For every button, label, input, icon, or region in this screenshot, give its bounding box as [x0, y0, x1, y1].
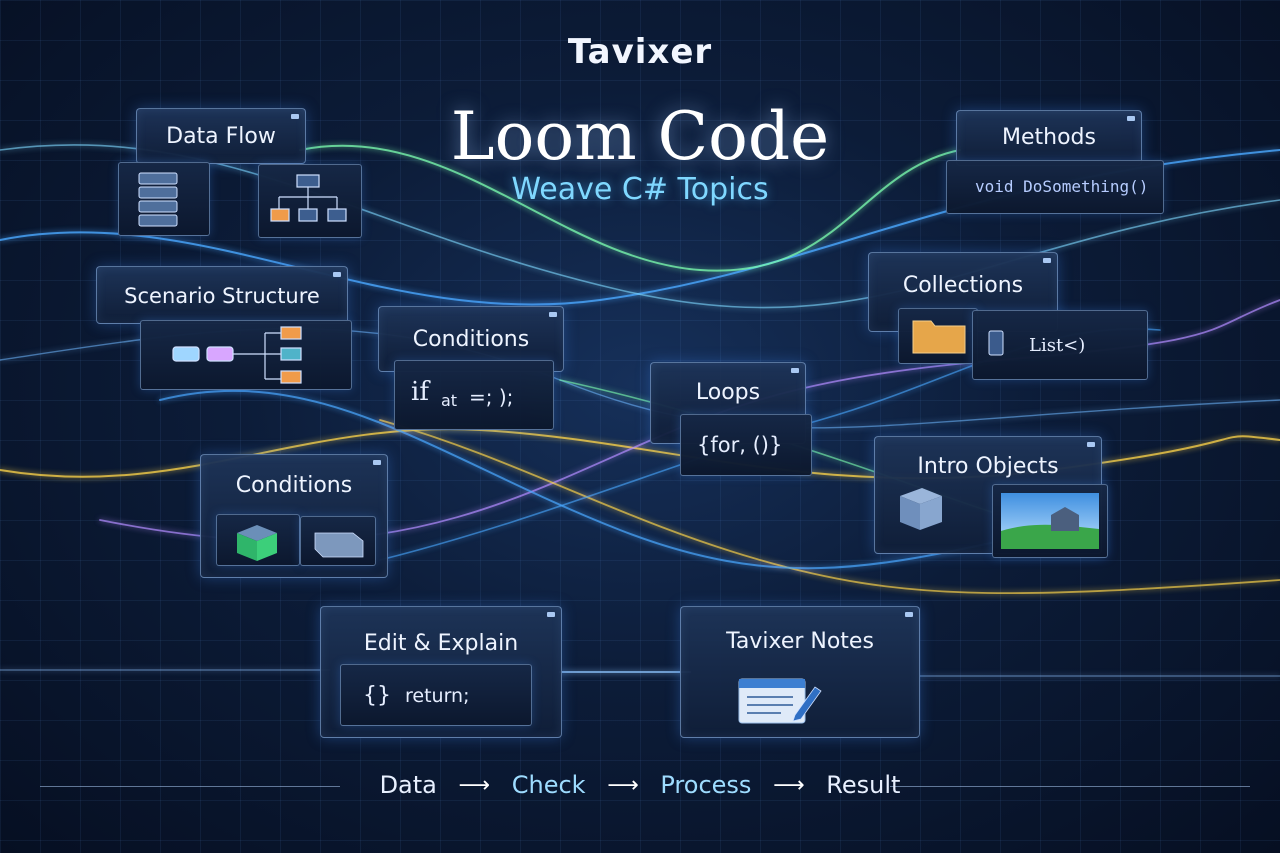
card-indicator [791, 368, 799, 373]
methods-code-tile: void DoSomething() [946, 160, 1164, 214]
card-indicator [333, 272, 341, 277]
edit-code-tile: {} return; [340, 664, 532, 726]
flow-step-result: Result [826, 771, 901, 799]
card-label: Tavixer Notes [726, 629, 874, 654]
edit-code-return: return; [405, 685, 470, 707]
landscape-image-icon [1001, 493, 1099, 549]
card-data-flow[interactable]: Data Flow [136, 108, 306, 164]
methods-code: void DoSomething() [975, 177, 1149, 196]
card-label: Intro Objects [917, 454, 1059, 479]
loops-code: {for, ()} [697, 433, 783, 457]
card-label: Data Flow [166, 124, 276, 149]
folder-tile [898, 308, 978, 364]
folder-icon [912, 320, 966, 354]
page-subtitle: Weave C# Topics [511, 172, 769, 207]
list-tile: List<) [972, 310, 1148, 380]
card-indicator [547, 612, 555, 617]
database-icon [138, 172, 178, 227]
tablet-icon [988, 330, 1004, 356]
conditions-code-at: at [441, 391, 458, 410]
card-label: Loops [695, 380, 761, 405]
brand-name: Tavixer [567, 32, 713, 72]
landscape-tile [992, 484, 1108, 558]
card-label: Collections [902, 273, 1024, 298]
card-indicator [373, 460, 381, 465]
flow-arrow: ⟶ [458, 772, 491, 798]
cube-icon [314, 532, 364, 558]
flow-step-process: Process [660, 771, 752, 799]
card-label: Methods [1002, 125, 1096, 150]
cube-icon [237, 525, 277, 561]
card-indicator [1127, 116, 1135, 121]
loops-code-tile: {for, ()} [680, 414, 812, 476]
flow-arrow: ⟶ [607, 772, 639, 798]
conditions-code-end: =; ); [469, 385, 514, 409]
process-diagram-tile [140, 320, 352, 390]
flowchart-tile [258, 164, 362, 238]
card-tavixer-notes[interactable]: Tavixer Notes [680, 606, 920, 738]
conditions-code-tile: if at =; ); [394, 360, 554, 430]
conditions-code-if: if [411, 377, 429, 407]
card-indicator [549, 312, 557, 317]
process-diagram-icon [172, 326, 302, 384]
page-title: Loom Code [450, 98, 830, 175]
notes-icon [738, 678, 822, 724]
card-methods[interactable]: Methods [956, 110, 1142, 166]
card-indicator [905, 612, 913, 617]
flowchart-icon [270, 174, 347, 222]
flow-step-data: Data [379, 771, 437, 799]
collections-code: List<) [1029, 335, 1086, 356]
cube-tile-green [216, 514, 300, 566]
card-label: Scenario Structure [124, 284, 320, 308]
flow-arrow: ⟶ [773, 772, 805, 798]
flow-line-left [40, 786, 340, 787]
card-indicator [291, 114, 299, 119]
card-indicator [1087, 442, 1095, 447]
flow-line-right [890, 786, 1250, 787]
process-flow: Data ⟶ Check ⟶ Process ⟶ Result [0, 770, 1280, 799]
card-label: Conditions [235, 473, 353, 498]
cube-icon [900, 488, 942, 530]
flow-step-check: Check [511, 771, 586, 799]
database-tile [118, 162, 210, 236]
card-indicator [1043, 258, 1051, 263]
cube-tile-gray [300, 516, 376, 566]
card-label: Edit & Explain [363, 631, 519, 656]
edit-code-braces: {} [363, 683, 391, 708]
card-scenario-structure[interactable]: Scenario Structure [96, 266, 348, 324]
card-label: Conditions [412, 327, 530, 352]
